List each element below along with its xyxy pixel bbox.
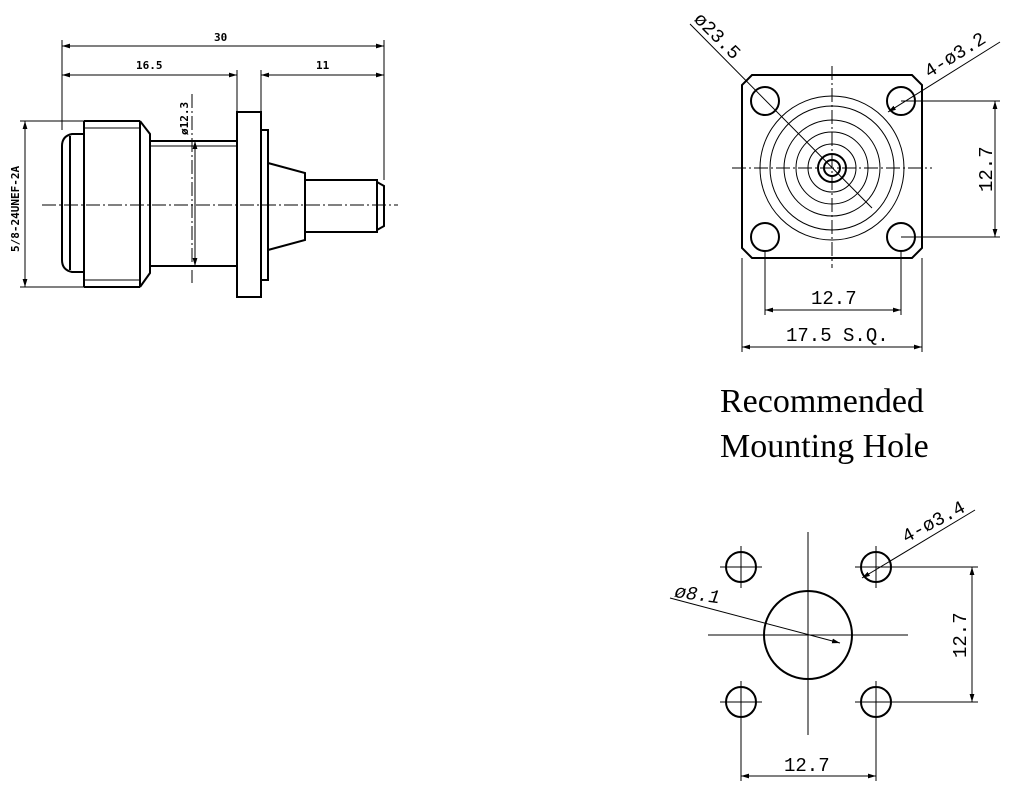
leader-center-hole xyxy=(669,597,841,644)
mounting-hole-view: Recommended Mounting Hole 4-ø3.4 ø8.1 12… xyxy=(669,383,978,781)
flange-square xyxy=(741,74,923,259)
side-view: 30 16.5 11 ø12.3 5/8-24UNEF-2A xyxy=(9,31,398,298)
dim-center-hole: ø8.1 xyxy=(673,581,721,609)
dim-hole-spacing-vertical: 12.7 xyxy=(976,146,998,192)
dim-pin-length: 11 xyxy=(316,59,330,72)
dim-hole-spacing-horizontal: 12.7 xyxy=(811,288,857,310)
leader-mount-holes xyxy=(887,41,1001,113)
rear-pin xyxy=(267,162,385,251)
mounting-title-line2: Mounting Hole xyxy=(720,428,929,465)
mounting-title-line1: Recommended xyxy=(720,383,924,420)
dim-total-length: 30 xyxy=(214,31,227,44)
dim-spacing-horizontal: 12.7 xyxy=(784,755,830,777)
dim-spacing-vertical: 12.7 xyxy=(950,612,972,658)
connector-body xyxy=(150,140,237,267)
dim-body-diameter: ø12.3 xyxy=(178,102,191,135)
mount-hole xyxy=(750,222,780,252)
dim-body-length: 16.5 xyxy=(136,59,163,72)
coupling-nut xyxy=(61,120,151,288)
mount-hole xyxy=(750,86,780,116)
dim-square: 17.5 S.Q. xyxy=(786,325,889,347)
leader-flange-diameter xyxy=(689,23,873,209)
dim-flange-diameter: ø23.5 xyxy=(689,9,745,65)
dim-holes: 4-ø3.4 xyxy=(898,497,969,549)
dim-thread: 5/8-24UNEF-2A xyxy=(9,166,22,252)
front-view: ø23.5 4-ø3.2 12.7 12.7 17.5 S.Q. xyxy=(689,9,1001,352)
dim-mount-holes: 4-ø3.2 xyxy=(921,28,991,83)
leader-holes xyxy=(861,509,976,579)
